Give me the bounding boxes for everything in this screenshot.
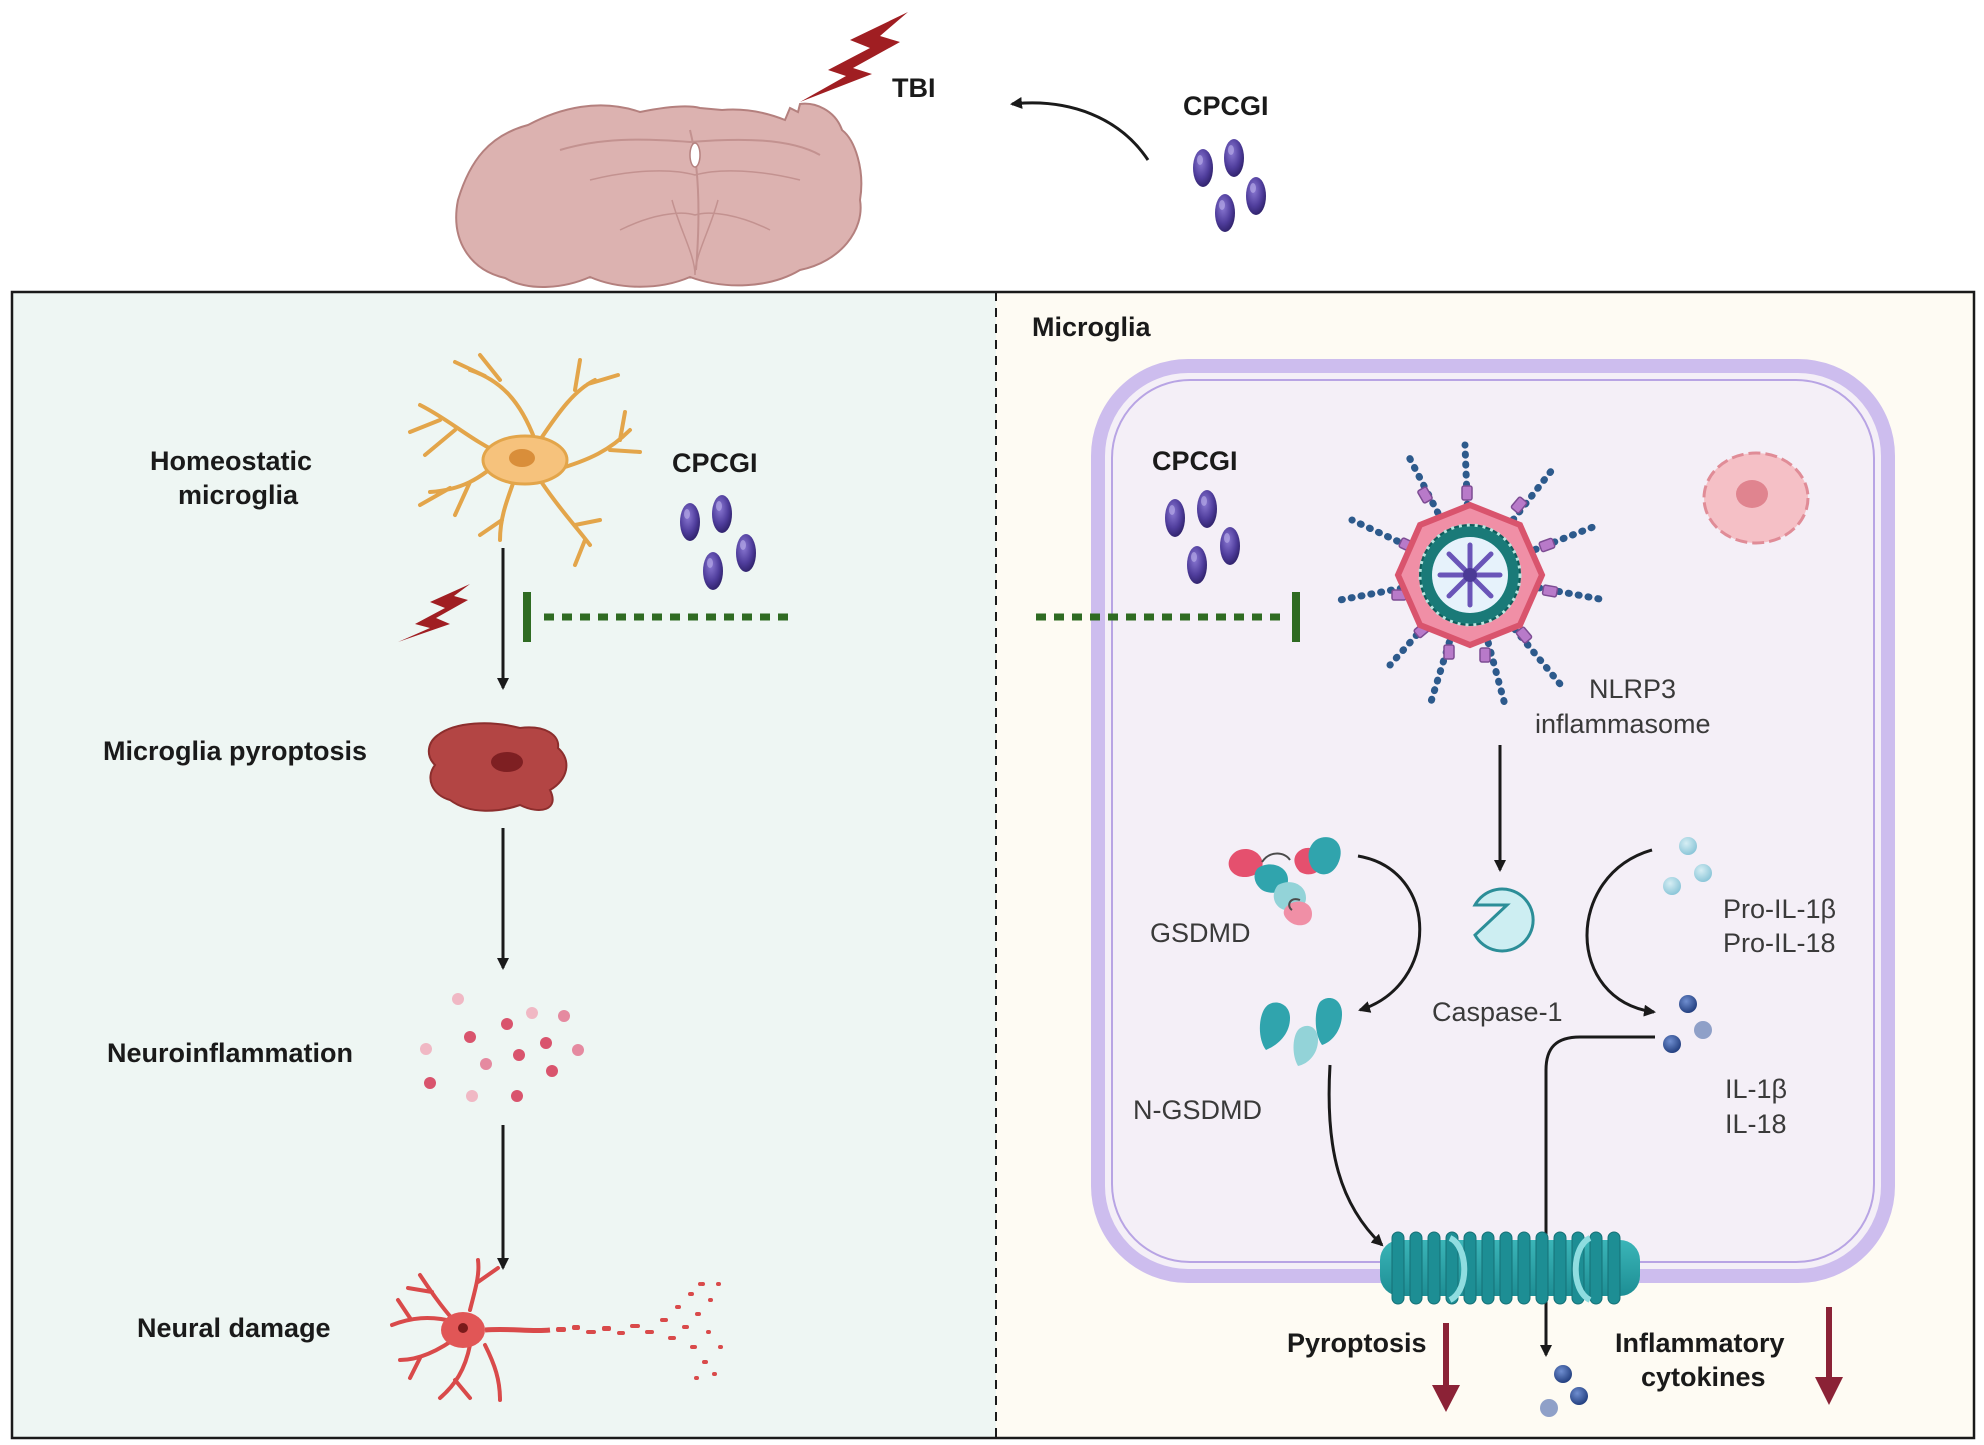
right-inhibition-symbol — [1036, 592, 1300, 642]
n-gsdmd-icon — [1259, 998, 1342, 1066]
homeostatic-label-line1: Homeostatic — [150, 446, 312, 476]
pyroptosis-stage-label: Microglia pyroptosis — [103, 736, 367, 766]
arrow-n-gsdmd-to-pore — [1327, 1064, 1384, 1247]
top-cpcgi-label: CPCGI — [1183, 91, 1269, 121]
microglia-panel-title: Microglia — [1032, 312, 1152, 342]
damaged-neuron-icon — [390, 1258, 723, 1402]
inflammatory-label-line1: Inflammatory — [1615, 1328, 1785, 1358]
il-dots-icon — [1663, 995, 1712, 1053]
cytokines-down-arrow — [1815, 1307, 1843, 1405]
n-gsdmd-label: N-GSDMD — [1133, 1095, 1262, 1125]
nucleus-icon — [1702, 451, 1810, 545]
released-cytokines-icon — [1540, 1365, 1588, 1417]
right-cpcgi-label: CPCGI — [1152, 446, 1238, 476]
nlrp3-label-line1: NLRP3 — [1589, 674, 1676, 704]
cytokine-dots-icon — [420, 993, 584, 1102]
gsdmd-icon — [1228, 837, 1341, 926]
neural-damage-stage-label: Neural damage — [137, 1313, 331, 1343]
arrow-gsdmd-to-n-gsdmd — [1357, 854, 1422, 1013]
pyroptosis-outcome-label: Pyroptosis — [1287, 1328, 1427, 1358]
il1b-label: IL-1β — [1725, 1074, 1787, 1104]
nlrp3-inflammasome-icon — [1336, 441, 1609, 709]
arrow-pro-il-to-il — [1585, 848, 1656, 1017]
tbi-label: TBI — [892, 73, 936, 103]
caspase-1-label: Caspase-1 — [1432, 997, 1563, 1027]
gsdmd-label: GSDMD — [1150, 918, 1251, 948]
nlrp3-label-line2: inflammasome — [1535, 709, 1711, 739]
homeostatic-microglia-nucleus — [509, 449, 535, 467]
homeostatic-label-line2: microglia — [178, 480, 299, 510]
left-lightning-icon — [398, 584, 470, 642]
brain-illustration — [455, 102, 863, 288]
cpcgi-to-brain-arrow — [1010, 97, 1150, 161]
neuroinflammation-stage-label: Neuroinflammation — [107, 1038, 353, 1068]
gasdermin-pore-icon — [1380, 1231, 1640, 1305]
caspase-1-icon — [1472, 887, 1535, 953]
tbi-lightning-icon — [800, 12, 908, 102]
arrow-il-release — [1540, 1035, 1655, 1357]
pyroptotic-microglia-icon — [427, 722, 568, 812]
top-cpcgi-capsules-icon — [1193, 139, 1266, 232]
left-cpcgi-label: CPCGI — [672, 448, 758, 478]
pro-il1b-label: Pro-IL-1β — [1723, 894, 1836, 924]
il18-label: IL-18 — [1725, 1109, 1787, 1139]
inflammatory-label-line2: cytokines — [1641, 1362, 1766, 1392]
main-frame — [10, 290, 1976, 1440]
pyroptosis-down-arrow — [1432, 1323, 1460, 1412]
pro-il18-label: Pro-IL-18 — [1723, 928, 1836, 958]
pro-il-dots-icon — [1663, 837, 1712, 895]
left-inhibition-symbol — [523, 592, 788, 642]
